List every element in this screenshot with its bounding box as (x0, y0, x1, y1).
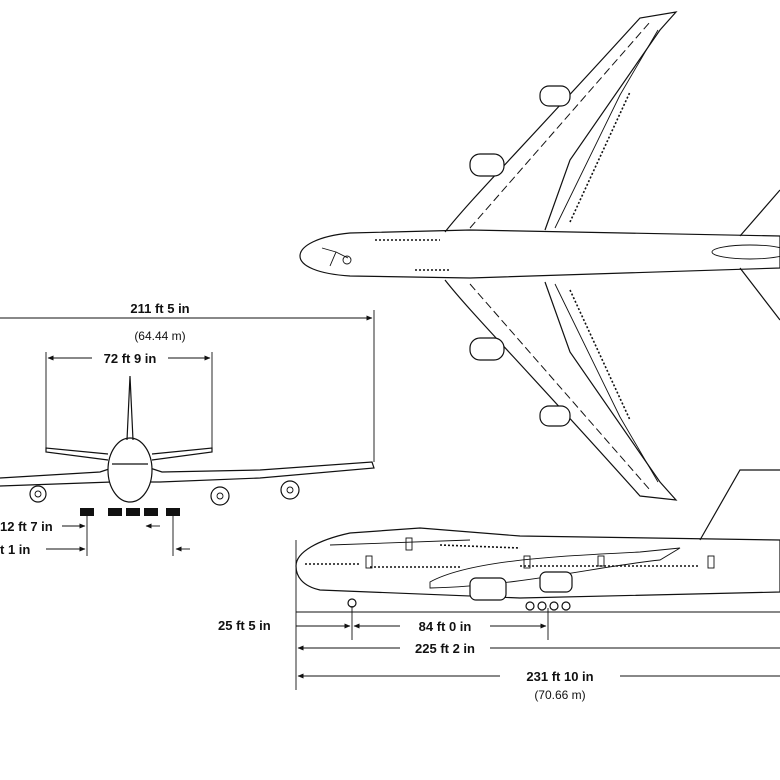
cockpit-windows (321, 247, 349, 267)
wing-slat-line-lower (469, 283, 651, 491)
side-doors (365, 537, 715, 569)
wingspan-metric-label: (64.44 m) (134, 329, 185, 343)
side-upper-deck-line (329, 539, 471, 546)
front-wing (0, 461, 375, 487)
height-label: 25 ft 5 in (218, 618, 271, 633)
top-fuselage (299, 229, 780, 279)
front-fuselage (107, 437, 153, 503)
side-engine-inner (469, 577, 507, 601)
side-engine-outer (539, 571, 573, 593)
top-tail-fin (711, 244, 780, 260)
wing-flap-line-upper (554, 29, 659, 229)
top-windows (375, 239, 450, 271)
tailspan-label: 72 ft 9 in (104, 351, 157, 366)
side-tail-fin (699, 469, 780, 541)
wing-flap-detail-upper (569, 91, 631, 223)
top-view (299, 11, 780, 501)
wing-flap-line-lower (554, 283, 659, 483)
engine-pod (469, 85, 571, 427)
front-engine-outer-left (29, 485, 47, 503)
side-fuselage (295, 527, 780, 599)
side-view: 25 ft 5 in 84 ft 0 in 225 ft 2 in 231 ft… (218, 469, 780, 702)
wing-flap-detail-lower (569, 289, 631, 421)
side-landing-gear (347, 598, 571, 611)
side-windows (305, 563, 700, 568)
gear-wheel-label: t 1 in (0, 542, 30, 557)
fuselage-length-label: 225 ft 2 in (415, 641, 475, 656)
front-vertical-fin (126, 375, 134, 441)
front-landing-gear (80, 508, 180, 516)
front-engine-outer-right (280, 480, 300, 500)
front-view: 211 ft 5 in (64.44 m) 72 ft 9 in 12 ft 7… (0, 301, 375, 557)
gear-track-label: 12 ft 7 in (0, 519, 53, 534)
top-horizontal-stabilizer (739, 189, 780, 321)
wheelbase-label: 84 ft 0 in (419, 619, 472, 634)
side-upper-windows (439, 544, 521, 549)
overall-length-metric-label: (70.66 m) (534, 688, 585, 702)
cockpit-detail (342, 255, 352, 265)
top-wing-lower (444, 279, 678, 501)
overall-length-label: 231 ft 10 in (526, 669, 593, 684)
wing-slat-line-upper (469, 21, 651, 229)
front-engine-inner-right (210, 486, 230, 506)
top-wing-upper (444, 11, 678, 233)
front-horizontal-stabilizer (45, 447, 213, 461)
wingspan-label: 211 ft 5 in (130, 301, 189, 316)
